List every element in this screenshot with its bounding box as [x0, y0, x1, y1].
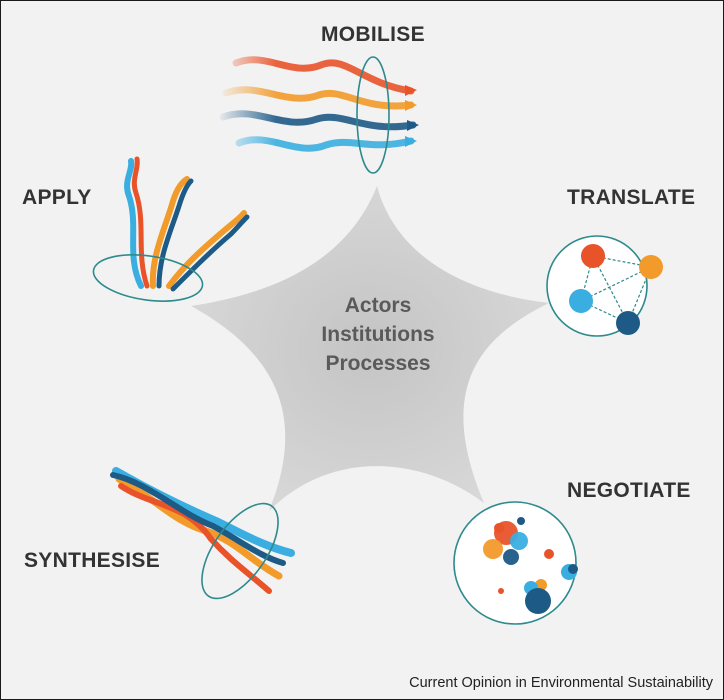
stage-label-negotiate: NEGOTIATE	[567, 479, 691, 502]
stage-label-mobilise: MOBILISE	[321, 23, 425, 46]
apply-icon	[92, 156, 250, 302]
negotiate-icon	[453, 501, 578, 625]
center-star	[191, 186, 549, 511]
center-label-processes: Processes	[325, 352, 431, 375]
stage-label-apply: APPLY	[22, 186, 92, 209]
center-label-actors: Actors	[344, 294, 412, 317]
synthesise-icon	[110, 467, 295, 600]
center-label: Actors Institutions Processes	[263, 291, 493, 378]
translate-icon	[546, 235, 663, 337]
stage-label-synthesise: SYNTHESISE	[24, 549, 161, 572]
mobilise-icon	[216, 41, 419, 174]
stage-label-translate: TRANSLATE	[567, 186, 696, 209]
journal-credit: Current Opinion in Environmental Sustain…	[409, 675, 713, 691]
center-label-institutions: Institutions	[321, 323, 435, 346]
